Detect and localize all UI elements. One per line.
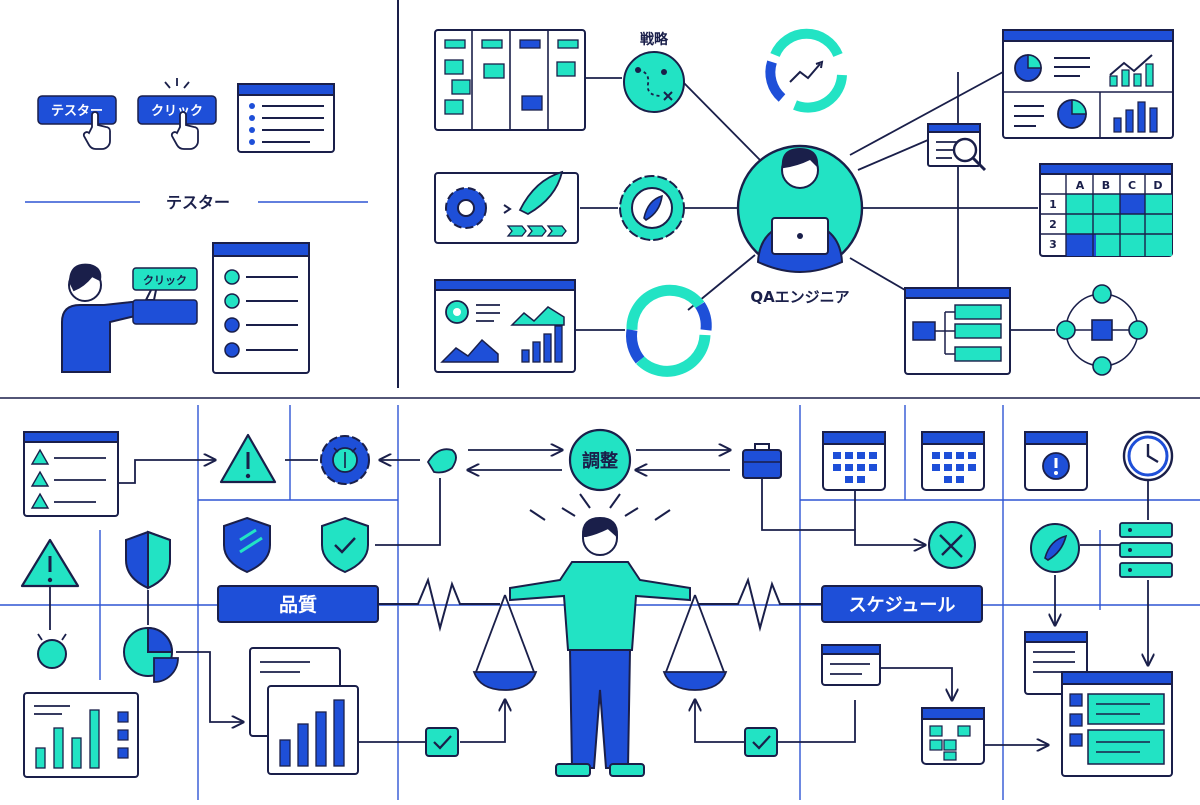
calendar-grid-icon bbox=[921, 707, 985, 765]
quality-label: 品質 bbox=[279, 593, 317, 616]
bug-icon bbox=[37, 633, 67, 669]
shield-check-icon bbox=[321, 516, 369, 574]
warning-list-window-icon bbox=[23, 431, 119, 517]
spreadsheet-row-label: 1 bbox=[1049, 198, 1057, 211]
rocket-icon bbox=[1030, 523, 1080, 573]
calendar-icon bbox=[921, 431, 985, 491]
app-window-icon bbox=[1061, 671, 1173, 777]
click-small-button[interactable]: クリック bbox=[132, 267, 198, 291]
qa-engineer-label: QAエンジニア bbox=[750, 288, 849, 306]
cycle-growth-icon bbox=[765, 28, 847, 113]
spreadsheet-col-label: B bbox=[1102, 179, 1110, 192]
analytics-window-icon bbox=[434, 279, 576, 373]
checklist-document-icon bbox=[212, 242, 310, 374]
kanban-board-icon bbox=[434, 29, 586, 131]
spreadsheet-col-label: C bbox=[1128, 179, 1136, 192]
report-stack-icon bbox=[249, 647, 359, 775]
bug-gear-icon bbox=[320, 435, 370, 485]
click-button[interactable]: クリック bbox=[137, 95, 217, 125]
balancing-person-icon bbox=[509, 493, 691, 777]
flowchart-window-icon bbox=[904, 287, 1011, 375]
hand-cursor-icon bbox=[170, 111, 199, 150]
hand-cursor-icon bbox=[82, 111, 111, 150]
dashboard-window-icon bbox=[1002, 29, 1174, 139]
strategy-map-icon bbox=[623, 51, 685, 113]
bar-report-window-icon bbox=[23, 692, 139, 778]
spreadsheet-col-label: A bbox=[1076, 179, 1085, 192]
network-cycle-icon bbox=[1056, 284, 1148, 376]
scale-pan-left bbox=[472, 594, 538, 691]
blue-input-bar bbox=[132, 299, 198, 325]
spreadsheet-row-label: 3 bbox=[1049, 238, 1057, 251]
spreadsheet-icon: A B C D 1 2 3 bbox=[1039, 163, 1173, 257]
strategy-label: 戦略 bbox=[640, 31, 669, 48]
list-window-icon bbox=[237, 83, 335, 153]
check-badge-icon bbox=[425, 727, 459, 757]
spreadsheet-row-label: 2 bbox=[1049, 218, 1057, 231]
schedule-doc-icon bbox=[821, 644, 881, 686]
tester-heading: テスター bbox=[166, 193, 230, 212]
adjust-node: 調整 bbox=[568, 428, 632, 492]
heartbeat-lines bbox=[378, 576, 822, 632]
warning-triangle-icon bbox=[219, 433, 277, 484]
cursor-hand-icon bbox=[426, 448, 457, 474]
click-small-label: クリック bbox=[143, 274, 187, 287]
gear-rocket-process-icon bbox=[434, 170, 579, 244]
clock-icon bbox=[1122, 430, 1174, 482]
click-burst-icon bbox=[164, 78, 190, 89]
tester-button[interactable]: テスター bbox=[37, 95, 117, 125]
shield-icon bbox=[223, 516, 271, 574]
warning-sign-icon bbox=[20, 538, 80, 588]
calendar-icon bbox=[822, 431, 886, 491]
schedule-label: スケジュール bbox=[849, 595, 956, 616]
spreadsheet-col-label: D bbox=[1153, 179, 1162, 192]
sync-cycle-icon bbox=[626, 284, 712, 377]
scale-pan-right bbox=[662, 594, 728, 691]
server-stack-icon bbox=[1119, 522, 1173, 578]
wrench-tool-icon bbox=[928, 521, 976, 569]
briefcase-icon bbox=[742, 443, 782, 479]
quality-label-box: 品質 bbox=[217, 585, 379, 623]
check-badge-icon bbox=[744, 727, 778, 757]
adjust-label: 調整 bbox=[582, 450, 618, 472]
frame-lines bbox=[0, 0, 1200, 399]
qa-engineer-avatar bbox=[736, 144, 864, 274]
tester-button-label: テスター bbox=[51, 104, 103, 119]
calendar-alert-icon bbox=[1024, 431, 1088, 491]
pie-chart-icon bbox=[123, 626, 179, 683]
bottom-connectors bbox=[49, 450, 1148, 745]
rocket-gear-icon bbox=[619, 175, 685, 241]
shield-icon bbox=[125, 530, 171, 590]
magnifier-report-icon bbox=[927, 123, 987, 172]
schedule-label-box: スケジュール bbox=[821, 585, 983, 623]
click-button-label: クリック bbox=[151, 104, 203, 119]
